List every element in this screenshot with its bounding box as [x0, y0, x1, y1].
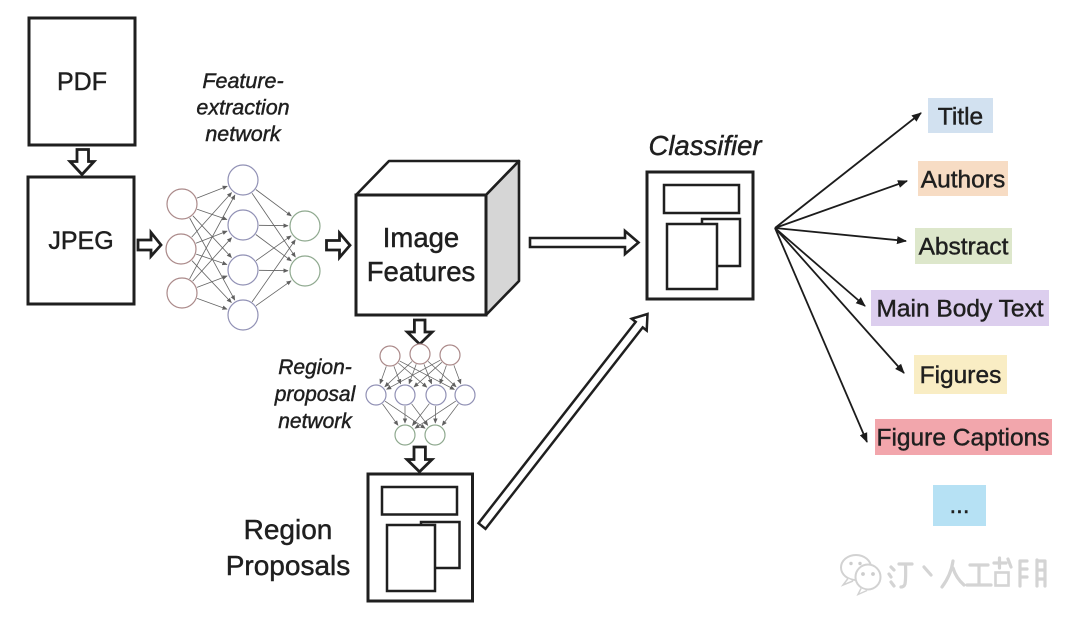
svg-text:network: network	[278, 410, 353, 433]
svg-text:Title: Title	[938, 104, 983, 131]
svg-text:extraction: extraction	[196, 96, 289, 120]
svg-text:Image: Image	[383, 222, 459, 253]
svg-text:Features: Features	[367, 256, 476, 287]
svg-text:Classifier: Classifier	[648, 130, 763, 161]
svg-text:Figure Captions: Figure Captions	[877, 425, 1050, 452]
svg-text:Region-: Region-	[278, 356, 352, 379]
svg-text:Proposals: Proposals	[226, 550, 351, 581]
svg-text:network: network	[205, 122, 282, 146]
svg-text:...: ...	[949, 492, 969, 519]
svg-text:Main Body Text: Main Body Text	[876, 296, 1043, 323]
svg-text:JPEG: JPEG	[48, 227, 113, 255]
svg-text:Authors: Authors	[921, 167, 1005, 194]
svg-text:Feature-: Feature-	[202, 69, 283, 93]
svg-text:PDF: PDF	[57, 68, 107, 96]
svg-text:Figures: Figures	[920, 362, 1002, 389]
svg-text:Region: Region	[244, 514, 333, 545]
svg-text:proposal: proposal	[274, 383, 357, 406]
svg-text:Abstract: Abstract	[919, 234, 1009, 261]
